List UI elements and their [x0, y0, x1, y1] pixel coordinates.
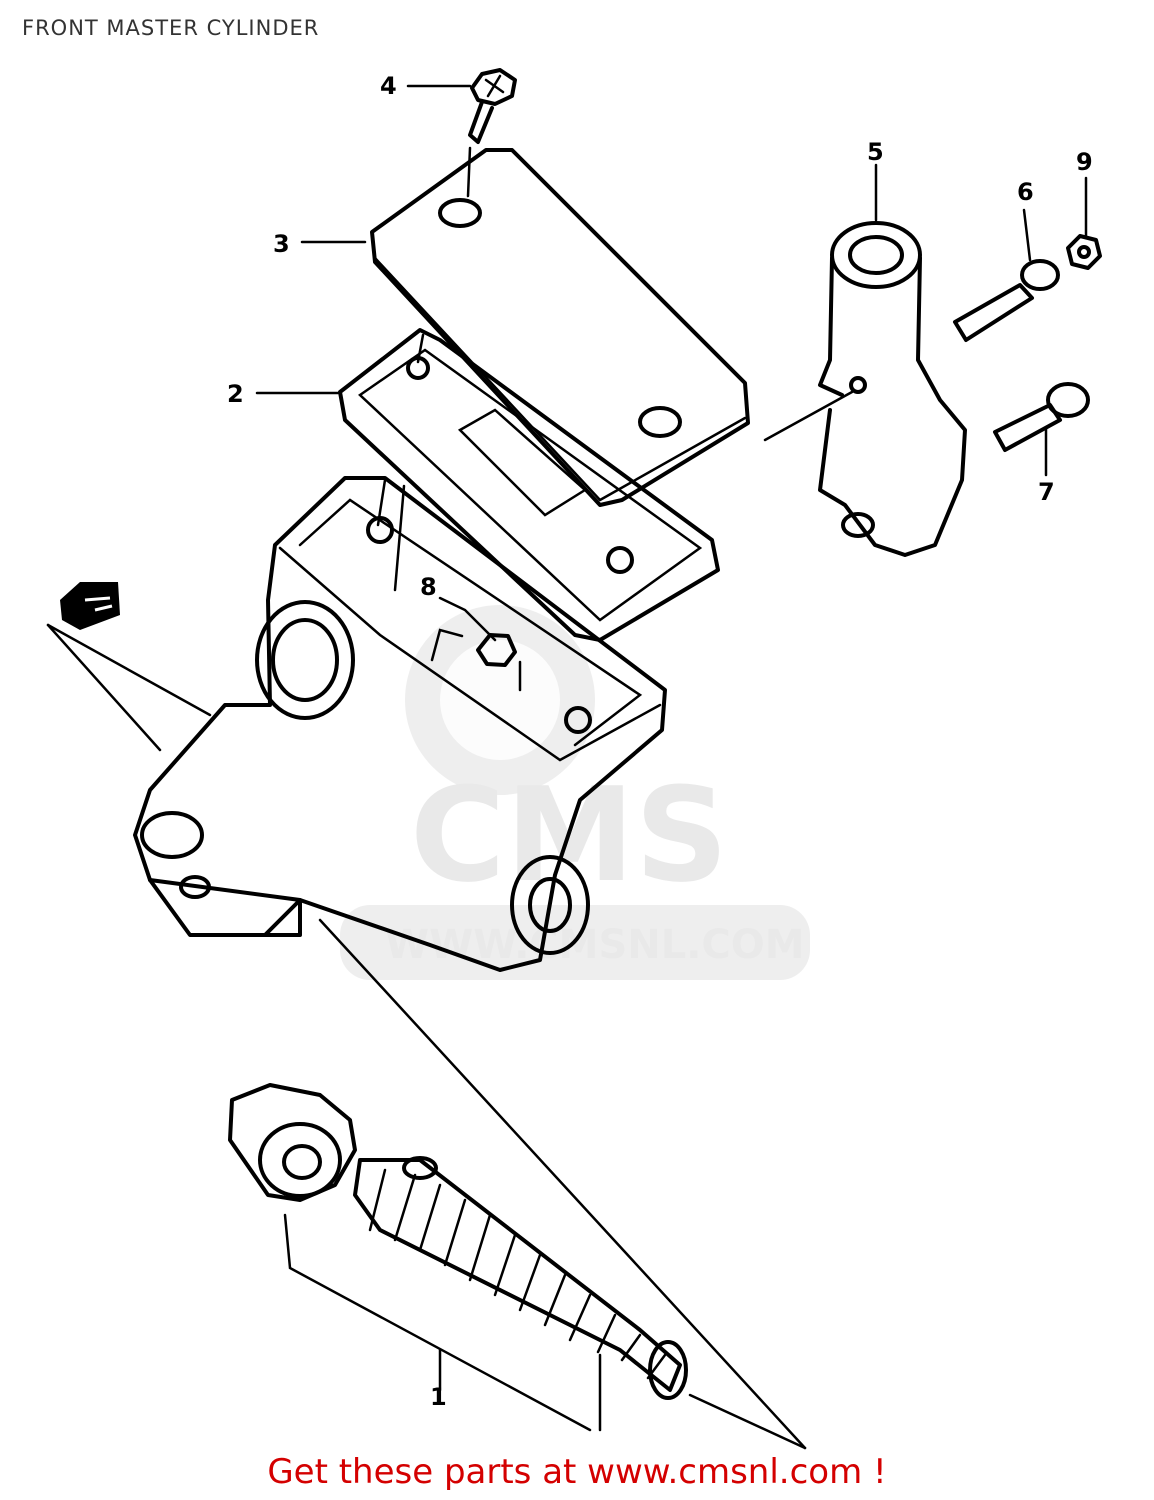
leader-lines — [46, 84, 1088, 1450]
watermark-url: WWW.CMSNL.COM — [385, 922, 805, 968]
get-parts-link[interactable]: Get these parts at www.cmsnl.com ! — [267, 1452, 887, 1492]
piston-kit-1 — [228, 1083, 688, 1400]
diaphragm-2 — [338, 328, 720, 642]
label-4: 4 — [380, 72, 397, 100]
part-number-labels: 4 3 2 8 5 6 9 7 1 — [227, 72, 1093, 1411]
label-9: 9 — [1076, 148, 1093, 176]
label-3: 3 — [273, 230, 290, 258]
label-2: 2 — [227, 380, 244, 408]
cms-watermark: CMS WWW.CMSNL.COM — [340, 605, 810, 980]
screw-4 — [468, 68, 517, 144]
page-title: FRONT MASTER CYLINDER — [22, 16, 320, 40]
label-5: 5 — [867, 138, 884, 166]
master-cylinder-body — [133, 476, 667, 972]
label-1: 1 — [430, 1383, 447, 1411]
exploded-parts-diagram: CMS WWW.CMSNL.COM — [46, 68, 1102, 1450]
bolt-6 — [953, 259, 1060, 342]
reservoir-cap-3 — [370, 148, 750, 507]
label-7: 7 — [1038, 478, 1055, 506]
label-8: 8 — [420, 573, 437, 601]
front-arrow-icon — [60, 582, 120, 630]
lever-holder-5 — [818, 221, 967, 557]
bolt-7 — [993, 382, 1090, 452]
label-6: 6 — [1017, 178, 1034, 206]
nut-9 — [1066, 234, 1102, 270]
